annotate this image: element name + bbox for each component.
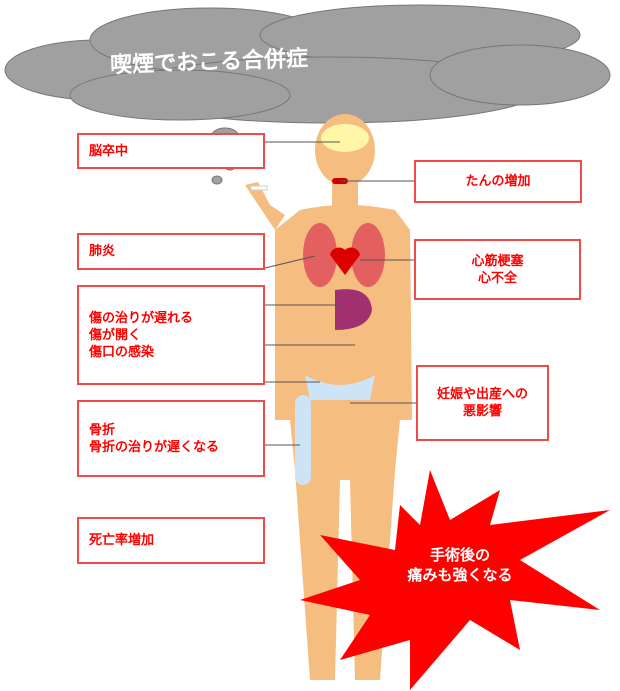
label-sputum: たんの増加 <box>414 160 582 203</box>
wound-line2: 傷が開く <box>89 327 142 343</box>
label-pregnancy: 妊娠や出産への悪影響 <box>416 365 549 441</box>
burst-line1: 手術後の <box>429 546 490 564</box>
brain <box>321 124 369 152</box>
fracture-line1: 骨折 <box>89 422 116 438</box>
label-stroke: 脳卒中 <box>77 133 265 169</box>
fracture-line2: 骨折の治りが遅くなる <box>89 439 220 455</box>
label-heart: 心筋梗塞心不全 <box>414 239 581 300</box>
lungs <box>303 223 385 287</box>
pregnancy-line1: 妊娠や出産への <box>436 387 528 402</box>
label-fracture: 骨折骨折の治りが遅くなる <box>77 400 265 477</box>
heart <box>330 247 360 275</box>
heart-line2: 心不全 <box>477 270 517 286</box>
label-pneumonia: 肺炎 <box>77 233 265 270</box>
pain-starburst <box>300 470 610 690</box>
label-wound: 傷の治りが遅れる傷が開く傷口の感染 <box>77 285 265 385</box>
leader-lines <box>264 141 416 446</box>
smoke-cloud <box>4 4 611 124</box>
pelvis <box>305 375 375 400</box>
pregnancy-line2: 悪影響 <box>462 404 502 419</box>
stomach <box>335 289 372 330</box>
burst-text: 手術後の痛みも強くなる <box>375 545 545 585</box>
femur <box>295 395 311 485</box>
label-mortality: 死亡率増加 <box>77 517 265 564</box>
cigarette <box>250 185 268 191</box>
wound-line1: 傷の治りが遅れる <box>89 310 194 326</box>
burst-line2: 痛みも強くなる <box>407 566 513 584</box>
wound-line3: 傷口の感染 <box>89 344 155 360</box>
heart-line1: 心筋梗塞 <box>471 253 524 269</box>
